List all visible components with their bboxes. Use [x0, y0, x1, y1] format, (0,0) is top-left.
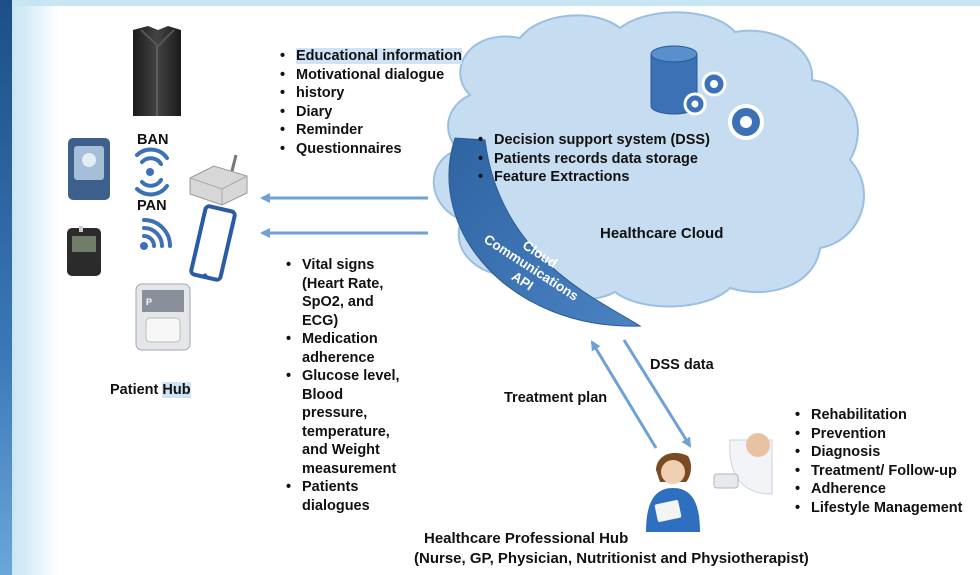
uplink-item: Patients dialogues	[284, 478, 412, 515]
professional-service-item: Prevention	[793, 425, 963, 444]
communications-api-crescent	[448, 137, 642, 327]
gear-icon	[683, 92, 707, 116]
professional-hub-services-list: Rehabilitation Prevention Diagnosis Trea…	[793, 406, 963, 517]
glucose-meter-icon	[67, 226, 101, 276]
downlink-item: Questionnaires	[278, 140, 468, 159]
downlink-item: history	[278, 84, 468, 103]
professional-service-item: Rehabilitation	[793, 406, 963, 425]
doctor-icon	[713, 433, 773, 495]
cloud-service-item: Feature Extractions	[476, 168, 710, 187]
cloud-service-item: Decision support system (DSS)	[476, 131, 710, 150]
ban-label: BAN	[137, 132, 169, 148]
cloud-service-item: Patients records data storage	[476, 150, 710, 169]
router-icon	[189, 154, 248, 206]
downlink-item-text: Educational information	[296, 48, 462, 64]
gear-icon	[728, 104, 764, 140]
smartphone-icon	[189, 204, 237, 282]
wireless-signal-icon	[135, 147, 169, 197]
pan-label: PAN	[137, 198, 167, 214]
downlink-item: Reminder	[278, 121, 468, 140]
downlink-item: Educational information	[278, 47, 468, 66]
uplink-item: Glucose level, Blood pressure, temperatu…	[284, 367, 412, 478]
professional-service-item: Adherence	[793, 480, 963, 499]
professional-service-item: Diagnosis	[793, 443, 963, 462]
treatment-plan-label: Treatment plan	[504, 390, 608, 406]
blood-pressure-monitor-icon: P	[135, 283, 191, 351]
patient-hub-title-prefix: Patient	[110, 382, 159, 398]
svg-text:P: P	[146, 297, 152, 307]
uplink-item: Vital signs (Heart Rate, SpO2, and ECG)	[284, 256, 412, 330]
wireless-signal-icon	[140, 218, 172, 250]
top-border	[0, 0, 980, 6]
cloud-services-list: Decision support system (DSS) Patients r…	[476, 131, 710, 187]
downlink-item: Diary	[278, 103, 468, 122]
patient-hub-title-highlight: Hub	[162, 382, 191, 398]
professional-hub-subtitle: (Nurse, GP, Physician, Nutritionist and …	[414, 550, 809, 567]
professional-service-item: Treatment/ Follow-up	[793, 462, 963, 481]
downlink-item: Motivational dialogue	[278, 66, 468, 85]
uplink-content-list: Vital signs (Heart Rate, SpO2, and ECG) …	[284, 256, 412, 515]
healthcare-cloud-title: Healthcare Cloud	[600, 225, 724, 242]
nurse-icon	[646, 452, 700, 532]
dss-data-label: DSS data	[650, 357, 714, 373]
uplink-item: Medication adherence	[284, 330, 412, 367]
medical-device-icon	[68, 138, 110, 200]
professional-hub-title: Healthcare Professional Hub	[424, 530, 629, 547]
treatment-plan-arrow	[590, 340, 658, 449]
gear-icon	[701, 71, 727, 97]
dss-data-arrow	[622, 339, 692, 448]
wearable-vest-icon	[133, 26, 181, 116]
patient-hub-title: Patient Hub	[110, 381, 191, 400]
left-border	[0, 0, 12, 575]
professional-service-item: Lifestyle Management	[793, 499, 963, 518]
downlink-content-list: Educational information Motivational dia…	[278, 47, 468, 158]
